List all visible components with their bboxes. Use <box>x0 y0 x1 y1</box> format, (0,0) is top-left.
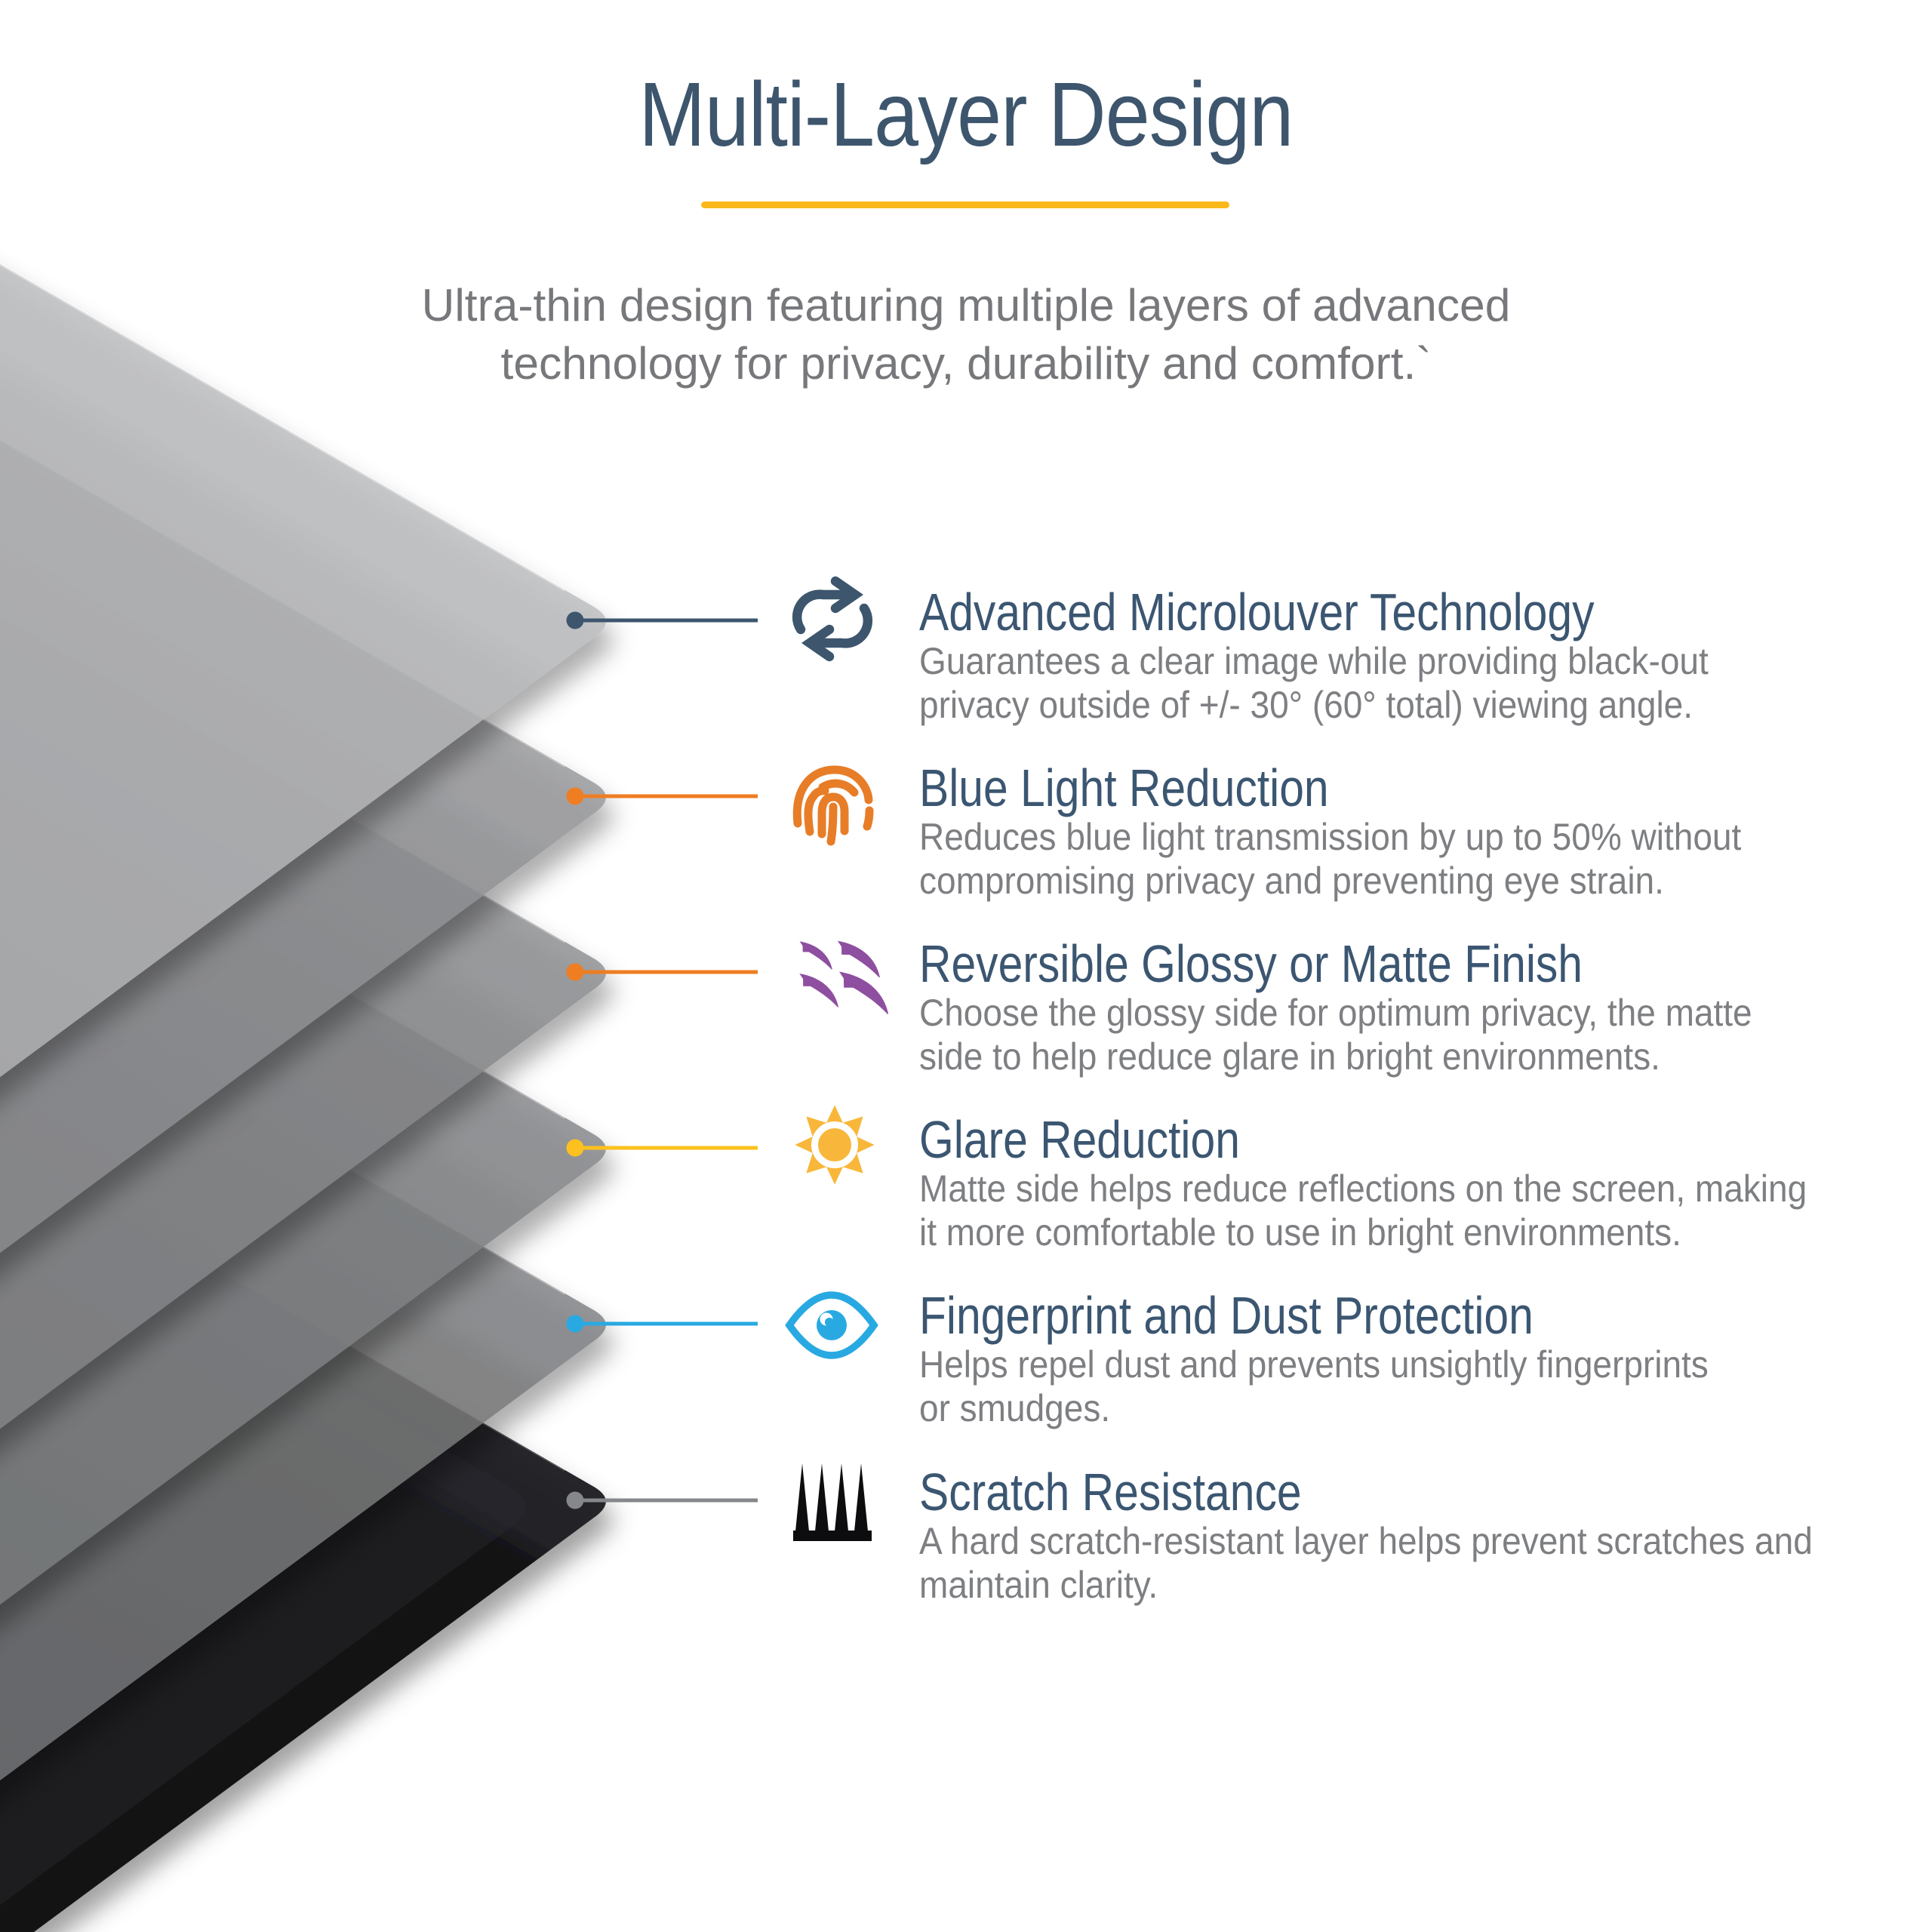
claw-scratch-icon <box>799 940 889 1014</box>
feature-heading: Scratch Resistance <box>919 1463 1302 1521</box>
feature-body-line: it more comfortable to use in bright env… <box>919 1211 1681 1254</box>
callout-dot-3 <box>566 963 584 981</box>
feature-body-line: compromising privacy and preventing eye … <box>919 860 1664 902</box>
feature-body-line: or smudges. <box>919 1387 1111 1429</box>
feature-body-line: Reduces blue light transmission by up to… <box>919 816 1742 858</box>
refresh-cycle-icon <box>792 576 873 662</box>
callout-dot-5 <box>566 1315 584 1333</box>
sun-icon <box>795 1105 875 1185</box>
title-underline-bar <box>701 202 1229 208</box>
feature-glare: Glare Reduction Matte side helps reduce … <box>919 1110 1870 1254</box>
feature-heading: Advanced Microlouver Technology <box>919 583 1595 641</box>
feature-finish: Reversible Glossy or Matte Finish Choose… <box>919 934 1870 1078</box>
callout-dot-4 <box>566 1139 584 1157</box>
sheet-1-surface <box>0 263 606 1078</box>
feature-scratch: Scratch Resistance A hard scratch-resist… <box>919 1463 1870 1607</box>
feature-body-line: Helps repel dust and prevents unsightly … <box>919 1343 1709 1386</box>
feature-microlouver: Advanced Microlouver Technology Guarante… <box>919 583 1870 727</box>
callouts <box>566 611 758 1509</box>
sheet-1-top-rim <box>0 262 566 592</box>
fingerprint-icon <box>792 765 874 846</box>
feature-body-line: maintain clarity. <box>919 1564 1158 1606</box>
spikes-icon <box>793 1463 872 1541</box>
feature-body-line: side to help reduce glare in bright envi… <box>919 1035 1660 1078</box>
callout-dot-2 <box>566 787 584 805</box>
callout-dot-6 <box>566 1491 584 1509</box>
feature-blue-light: Blue Light Reduction Reduces blue light … <box>919 758 1870 903</box>
feature-body-line: Guarantees a clear image while providing… <box>919 640 1709 682</box>
callout-dot-1 <box>566 611 584 629</box>
feature-body-line: A hard scratch-resistant layer helps pre… <box>919 1520 1813 1562</box>
page-subtitle: Ultra-thin design featuring multiple lay… <box>0 276 1932 392</box>
subtitle-line-2: technology for privacy, durability and c… <box>500 337 1432 389</box>
feature-body-line: Matte side helps reduce reflections on t… <box>919 1168 1807 1210</box>
layer-sheet-1 <box>0 262 606 1078</box>
feature-fingerprint-dust: Fingerprint and Dust Protection Helps re… <box>919 1286 1870 1430</box>
feature-body-line: privacy outside of +/- 30° (60° total) v… <box>919 684 1694 726</box>
page-title: Multi-Layer Design <box>638 63 1294 165</box>
feature-heading: Fingerprint and Dust Protection <box>919 1286 1534 1345</box>
feature-body-line: Choose the glossy side for optimum priva… <box>919 992 1752 1034</box>
feature-heading: Blue Light Reduction <box>919 758 1329 817</box>
feature-heading: Reversible Glossy or Matte Finish <box>919 934 1583 993</box>
feature-heading: Glare Reduction <box>919 1110 1240 1169</box>
title-underline <box>701 202 1229 208</box>
subtitle-line-1: Ultra-thin design featuring multiple lay… <box>421 279 1511 331</box>
eye-icon <box>785 1291 878 1359</box>
